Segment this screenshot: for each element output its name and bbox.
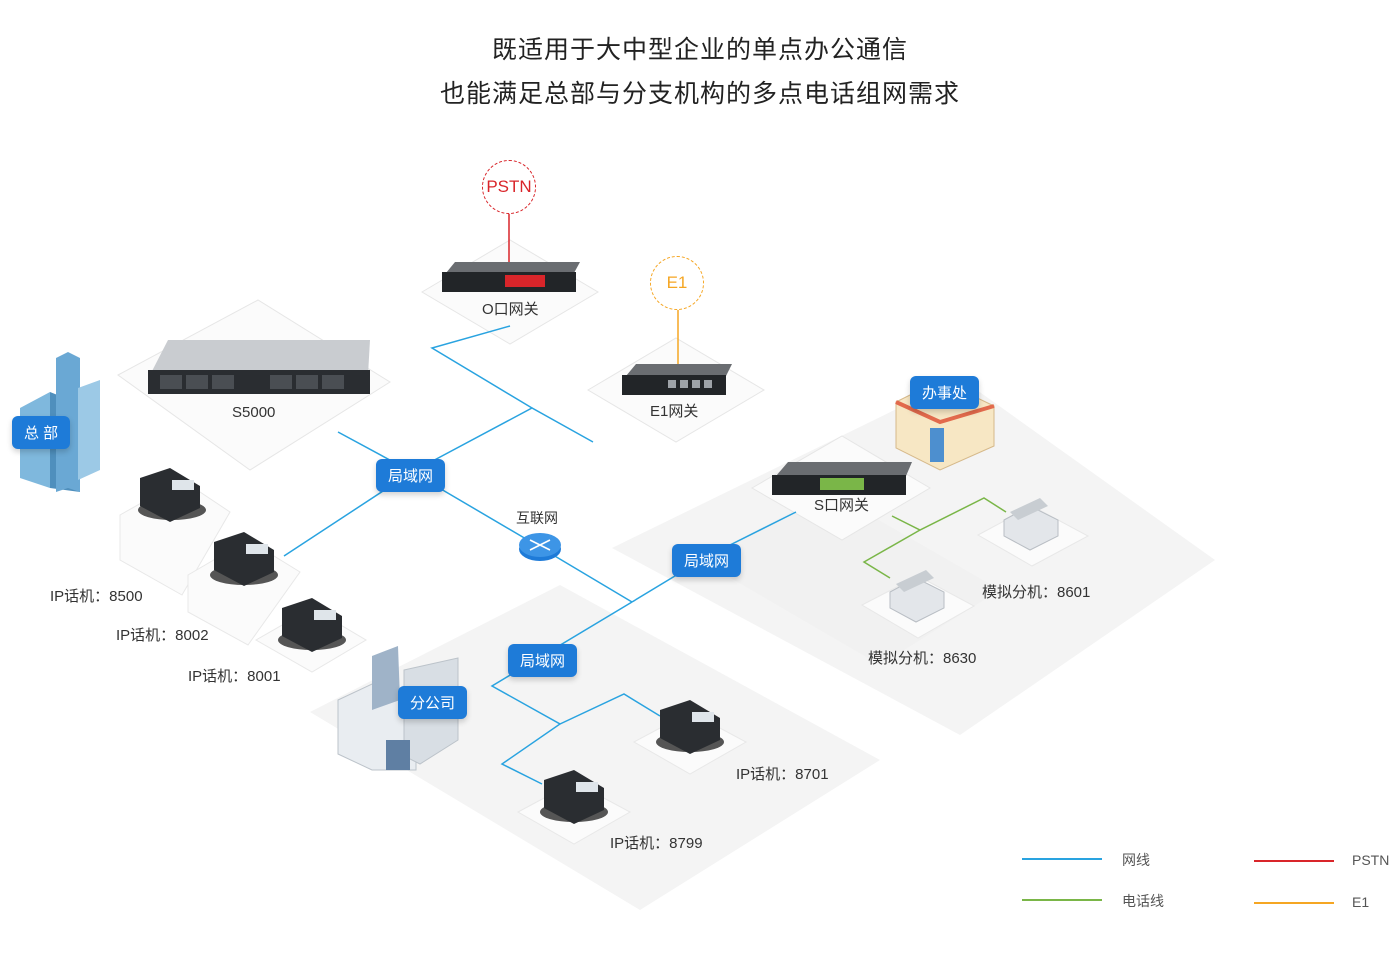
phone-8500-label: IP话机：8500 — [50, 588, 143, 605]
hq-lan-tag: 局域网 — [376, 459, 446, 492]
branch-lan-tag: 局域网 — [508, 644, 578, 677]
legend-phone-line-label: 电话线 — [1122, 893, 1164, 909]
s5000-label: S5000 — [232, 404, 276, 421]
ip-phone-8701-icon — [656, 700, 724, 754]
phone-8701-label: IP话机：8701 — [736, 766, 829, 783]
ip-phone-8500-icon — [138, 468, 206, 522]
s5000-server-icon — [148, 340, 370, 394]
phone-8601-label: 模拟分机：8601 — [982, 584, 1091, 601]
analog-phone-8601-icon — [1003, 498, 1059, 551]
phone-8630-label: 模拟分机：8630 — [868, 650, 977, 667]
pstn-node: PSTN — [482, 160, 536, 214]
analog-phones — [889, 498, 1059, 623]
analog-phone-8630-icon — [889, 570, 945, 623]
o-gateway-icon — [442, 262, 580, 292]
office-tag: 办事处 — [910, 376, 980, 409]
title-line-2: 也能满足总部与分支机构的多点电话组网需求 — [439, 80, 960, 108]
e1-node: E1 — [650, 256, 704, 310]
ip-phone-8799-icon — [540, 770, 608, 824]
phone-lines — [862, 497, 1007, 579]
o-gateway-label: O口网关 — [482, 301, 539, 318]
ip-phone-8001-icon — [278, 598, 346, 652]
s-gateway-label: S口网关 — [814, 497, 870, 514]
legend-network-line — [1022, 858, 1102, 860]
phone-8001-label: IP话机：8001 — [188, 668, 281, 685]
hq-tag: 总 部 — [12, 416, 71, 449]
legend-e1-line — [1254, 902, 1334, 904]
phone-8002-label: IP话机：8002 — [116, 627, 209, 644]
ip-phone-8002-icon — [210, 532, 278, 586]
platforms — [310, 378, 1215, 910]
branch-tag: 分公司 — [398, 686, 468, 719]
legend-network-label: 网线 — [1122, 852, 1150, 868]
legend-pstn-line — [1254, 860, 1334, 862]
internet-label: 互联网 — [516, 510, 558, 526]
legend-pstn-label: PSTN — [1352, 852, 1390, 868]
legend-phone-line — [1022, 899, 1102, 901]
ip-phones — [138, 468, 724, 824]
e1-gateway-icon — [622, 364, 732, 395]
legend-e1-label: E1 — [1352, 894, 1370, 910]
office-lan-tag: 局域网 — [672, 544, 742, 577]
s-gateway-icon — [772, 462, 912, 495]
internet-icon — [519, 533, 561, 561]
phone-8799-label: IP话机：8799 — [610, 835, 703, 852]
e1-gateway-label: E1网关 — [650, 403, 699, 420]
title-line-1: 既适用于大中型企业的单点办公通信 — [491, 36, 908, 64]
